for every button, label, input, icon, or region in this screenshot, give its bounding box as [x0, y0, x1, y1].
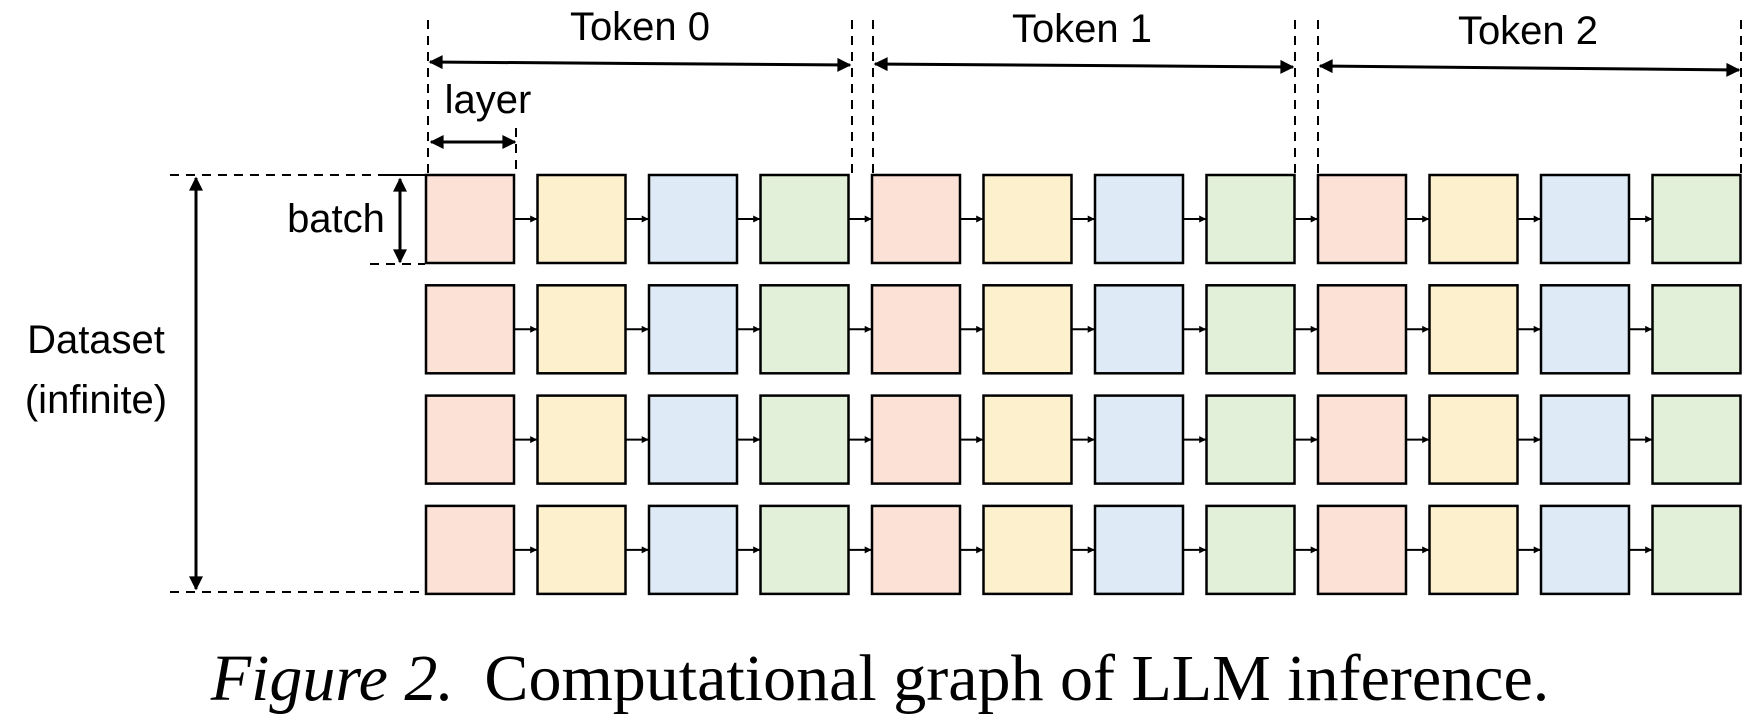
layer-block — [1205, 284, 1296, 375]
layer-block — [1539, 504, 1631, 596]
layer-block — [1093, 173, 1185, 265]
layer-block — [759, 173, 850, 265]
layer-block — [870, 173, 962, 265]
layer-block — [982, 284, 1073, 375]
layer-block-grid — [424, 173, 1742, 596]
layer-block — [647, 173, 739, 265]
layer-block — [1316, 284, 1408, 375]
layer-block — [1093, 284, 1185, 375]
layer-block — [1093, 394, 1185, 485]
layer-block — [870, 504, 962, 596]
token-label-2: Token 2 — [1458, 9, 1598, 53]
layer-block — [1539, 284, 1631, 375]
layer-block — [870, 284, 962, 375]
layer-block — [1428, 394, 1519, 485]
layer-block — [759, 284, 850, 375]
layer-block — [536, 394, 627, 485]
layer-block — [1093, 504, 1185, 596]
layer-block — [536, 504, 627, 596]
caption-figure-number: Figure 2. — [210, 642, 454, 715]
layer-block — [424, 394, 516, 485]
layer-block — [1205, 394, 1296, 485]
token2-span-arrow — [1318, 59, 1741, 77]
layer-block — [1205, 504, 1296, 596]
token1-span-arrow — [873, 57, 1295, 74]
token-boundaries — [427, 20, 1742, 175]
layer-block — [1316, 173, 1408, 265]
layer-block — [424, 504, 516, 596]
token0-span-arrow — [428, 55, 852, 72]
layer-block — [982, 173, 1073, 265]
layer-block — [1651, 284, 1742, 375]
dataset-label-line2: (infinite) — [25, 378, 167, 422]
caption-text: Computational graph of LLM inference. — [484, 642, 1549, 715]
batch-label: batch — [287, 197, 385, 241]
layer-block — [1539, 173, 1631, 265]
layer-block — [536, 284, 627, 375]
layer-block — [424, 173, 516, 265]
layer-block — [1539, 394, 1631, 485]
layer-block — [982, 504, 1073, 596]
layer-block — [759, 504, 850, 596]
figure-caption: Figure 2. Computational graph of LLM inf… — [210, 642, 1550, 715]
layer-block — [647, 284, 739, 375]
layer-block — [870, 394, 962, 485]
layer-block — [1651, 504, 1742, 596]
layer-block — [1316, 394, 1408, 485]
token-label-1: Token 1 — [1012, 7, 1152, 51]
layer-block — [647, 394, 739, 485]
layer-block — [647, 504, 739, 596]
layer-block — [982, 394, 1073, 485]
token-label-0: Token 0 — [570, 5, 710, 49]
layer-block — [424, 284, 516, 375]
layer-block — [1428, 284, 1519, 375]
layer-block — [1316, 504, 1408, 596]
layer-block — [1428, 504, 1519, 596]
layer-block — [759, 394, 850, 485]
dataset-label-line1: Dataset — [27, 318, 165, 362]
layer-label: layer — [445, 78, 532, 122]
token-span-arrows — [428, 55, 1741, 77]
layer-block — [1428, 173, 1519, 265]
layer-block — [1651, 394, 1742, 485]
layer-block — [536, 173, 627, 265]
layer-block — [1651, 173, 1742, 265]
layer-block — [1205, 173, 1296, 265]
